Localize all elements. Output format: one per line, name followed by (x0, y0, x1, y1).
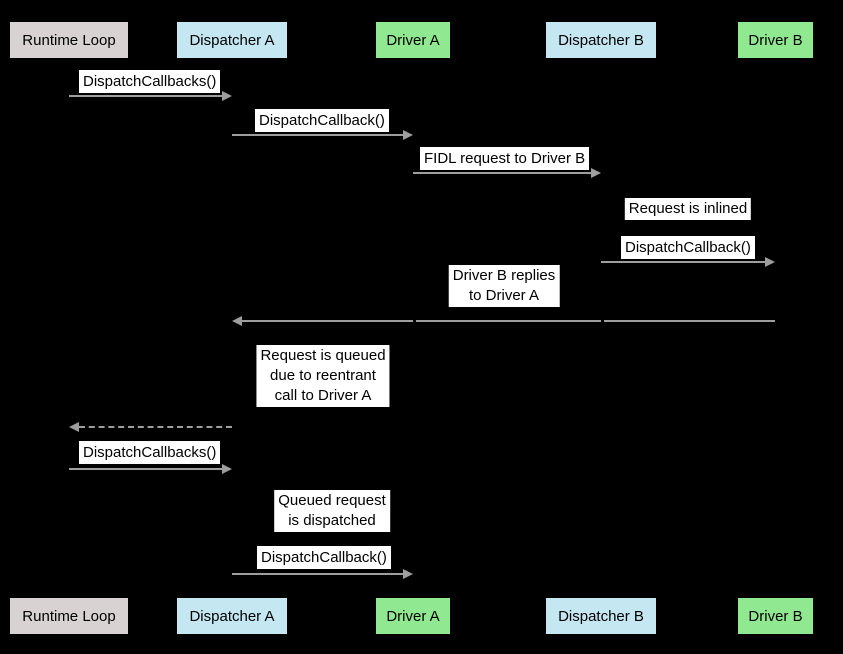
lifeline-crossing-tick (413, 318, 416, 324)
arrowhead-icon (232, 316, 242, 326)
actor-dispatcher-a-top: Dispatcher A (177, 22, 287, 58)
note-queued-request-dispatched: Queued request is dispatched (274, 490, 390, 532)
arrow-shaft (232, 573, 403, 575)
arrow-dispatchcallbacks-1 (69, 91, 232, 101)
arrow-dispatchcallback-queued (232, 569, 413, 579)
arrowhead-icon (403, 130, 413, 140)
label-driver-b-replies: Driver B replies to Driver A (448, 265, 560, 307)
arrow-fidl-request (413, 168, 601, 178)
actor-dispatcher-a-bottom: Dispatcher A (177, 598, 287, 634)
actor-driver-a-top: Driver A (376, 22, 450, 58)
label-dispatchcallback-b: DispatchCallback() (621, 236, 755, 259)
arrow-dispatchcallback-b (601, 257, 775, 267)
label-dispatchcallbacks-2: DispatchCallbacks() (79, 441, 221, 464)
arrow-shaft (232, 134, 403, 136)
arrow-dispatchcallback-a (232, 130, 413, 140)
label-fidl-request: FIDL request to Driver B (420, 147, 590, 170)
arrow-return-dashed (69, 422, 232, 432)
arrow-dispatchcallbacks-2 (69, 464, 232, 474)
note-request-queued: Request is queued due to reentrant call … (256, 345, 390, 407)
arrow-shaft (413, 172, 591, 174)
arrowhead-icon (69, 422, 79, 432)
actor-dispatcher-b-bottom: Dispatcher B (546, 598, 656, 634)
actor-runtime-loop-top: Runtime Loop (10, 22, 128, 58)
label-dispatchcallback-a: DispatchCallback() (255, 109, 389, 132)
arrowhead-icon (403, 569, 413, 579)
label-dispatchcallbacks-1: DispatchCallbacks() (79, 70, 221, 93)
arrow-shaft (69, 95, 222, 97)
actor-runtime-loop-bottom: Runtime Loop (10, 598, 128, 634)
actor-driver-b-bottom: Driver B (738, 598, 813, 634)
arrowhead-icon (222, 464, 232, 474)
actor-driver-a-bottom: Driver A (376, 598, 450, 634)
arrow-shaft (69, 468, 222, 470)
arrowhead-icon (222, 91, 232, 101)
arrowhead-icon (765, 257, 775, 267)
label-dispatchcallback-queued: DispatchCallback() (257, 546, 391, 569)
arrowhead-icon (591, 168, 601, 178)
arrow-driver-b-reply (232, 316, 775, 326)
actor-dispatcher-b-top: Dispatcher B (546, 22, 656, 58)
arrow-shaft (601, 261, 765, 263)
lifeline-crossing-tick (601, 318, 604, 324)
arrow-shaft (242, 320, 775, 322)
note-request-inlined: Request is inlined (624, 198, 752, 220)
arrow-shaft (79, 426, 232, 428)
actor-driver-b-top: Driver B (738, 22, 813, 58)
